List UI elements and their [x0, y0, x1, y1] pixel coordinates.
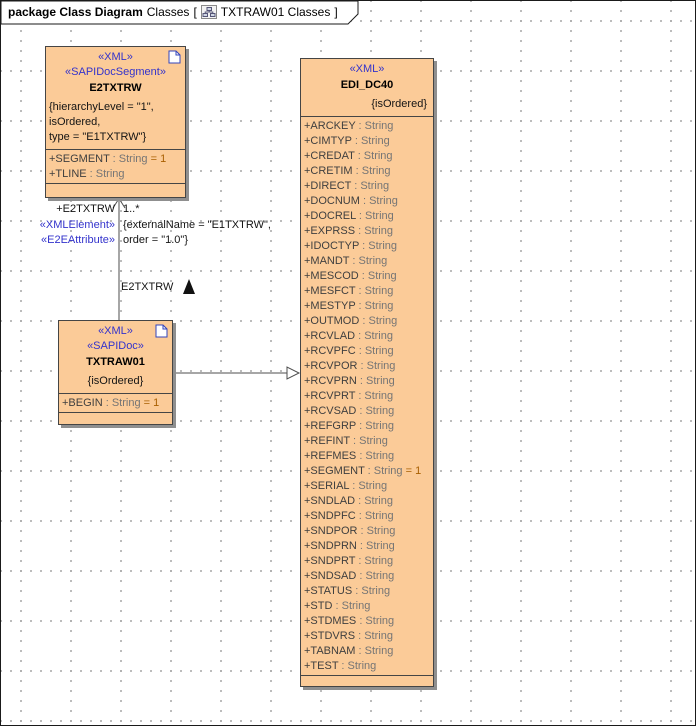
attribute-row[interactable]: +IDOCTYP : String — [304, 240, 398, 252]
attribute-row[interactable]: +BEGIN : String = 1 — [62, 397, 160, 409]
class-txtraw01[interactable]: «XML» «SAPIDoc» TXTRAW01 {isOrdered} +BEG… — [58, 320, 173, 425]
attribute-row[interactable]: +SNDLAD : String — [304, 495, 393, 507]
document-icon — [168, 50, 181, 67]
association-role-label[interactable]: +E2TXTRW — [56, 203, 115, 215]
attribute-row[interactable]: +REFMES : String — [304, 450, 395, 462]
attribute-row[interactable]: +STATUS : String — [304, 585, 391, 597]
document-icon — [155, 324, 168, 341]
class-name: EDI_DC40 — [340, 79, 394, 91]
attribute-row[interactable]: +MESFCT : String — [304, 285, 394, 297]
diagram-header-tab-shape — [1, 1, 359, 25]
operations-compartment — [59, 412, 172, 424]
direction-triangle-icon — [183, 279, 195, 294]
attributes-compartment: +BEGIN : String = 1 — [59, 393, 172, 412]
attribute-row[interactable]: +TABNAM : String — [304, 645, 394, 657]
attribute-row[interactable]: +RCVSAD : String — [304, 405, 395, 417]
attribute-row[interactable]: +DIRECT : String — [304, 180, 390, 192]
attribute-row[interactable]: +RCVLAD : String — [304, 330, 393, 342]
association-stereotype-e2eattribute[interactable]: «E2EAttribute» — [41, 234, 115, 246]
stereotype-label: «SAPIDocSegment» — [65, 66, 166, 78]
class-header: «XML» EDI_DC40 {isOrdered} — [301, 59, 433, 116]
attribute-row[interactable]: +ARCKEY : String — [304, 120, 394, 132]
hollow-triangle-arrowhead — [286, 366, 301, 380]
stereotype-label: «SAPIDoc» — [87, 340, 144, 352]
attribute-row[interactable]: +MESTYP : String — [304, 300, 394, 312]
attribute-row[interactable]: +STDMES : String — [304, 615, 395, 627]
bracket-close: ] — [334, 5, 338, 19]
constraint-line: {hierarchyLevel = "1", — [49, 101, 154, 113]
class-header: «XML» «SAPIDoc» TXTRAW01 {isOrdered} — [59, 321, 172, 393]
attribute-row[interactable]: +STDVRS : String — [304, 630, 393, 642]
stereotype-label: «XML» — [98, 325, 133, 337]
association-multiplicity-label[interactable]: 1..* — [123, 203, 140, 215]
attribute-row[interactable]: +DOCNUM : String — [304, 195, 398, 207]
association-stereotype-xmlelement[interactable]: «XMLElement» — [39, 219, 115, 231]
attribute-row[interactable]: +CREDAT : String — [304, 150, 393, 162]
operations-compartment — [46, 183, 185, 197]
attribute-row[interactable]: +RCVPFC : String — [304, 345, 394, 357]
association-name-label[interactable]: E2TXTRW — [121, 281, 174, 293]
attribute-row[interactable]: +SNDPOR : String — [304, 525, 396, 537]
class-e2txtrw[interactable]: «XML» «SAPIDocSegment» E2TXTRW {hierarchy… — [45, 46, 186, 198]
attributes-compartment: +ARCKEY : String +CIMTYP : String +CREDAT … — [301, 116, 433, 675]
attribute-row[interactable]: +CIMTYP : String — [304, 135, 390, 147]
class-edi-dc40[interactable]: «XML» EDI_DC40 {isOrdered} +ARCKEY : Str… — [300, 58, 434, 687]
association-constraint-line1[interactable]: {externalName = "E1TXTRW", — [123, 219, 271, 231]
diagram-context-label: TXTRAW01 Classes — [220, 5, 331, 19]
attribute-row[interactable]: +SEGMENT : String = 1 — [304, 465, 422, 477]
attribute-row[interactable]: +STD : String — [304, 600, 371, 612]
attribute-row[interactable]: +CRETIM : String — [304, 165, 391, 177]
class-name: TXTRAW01 — [86, 356, 145, 368]
attribute-row[interactable]: +RCVPOR : String — [304, 360, 396, 372]
bracket-open: [ — [193, 5, 197, 19]
diagram-header[interactable]: package Class Diagram Classes [ TXTRAW01… — [8, 5, 338, 19]
attribute-row[interactable]: +MANDT : String — [304, 255, 388, 267]
attribute-row[interactable]: +SNDPFC : String — [304, 510, 394, 522]
diagram-kind-label: package Class Diagram — [8, 5, 143, 19]
attribute-row[interactable]: +SNDPRN : String — [304, 540, 395, 552]
association-txtraw01-edi-dc40[interactable] — [174, 366, 301, 380]
stereotype-label: «XML» — [349, 63, 385, 75]
operations-compartment — [301, 675, 433, 686]
attribute-row[interactable]: +SEGMENT : String = 1 — [49, 153, 167, 165]
attribute-row[interactable]: +TLINE : String — [49, 168, 125, 180]
attribute-row[interactable]: +REFINT : String — [304, 435, 388, 447]
class-name: E2TXTRW — [89, 82, 142, 94]
attribute-row[interactable]: +SERIAL : String — [304, 480, 388, 492]
attribute-row[interactable]: +SNDPRT : String — [304, 555, 394, 567]
stereotype-label: «XML» — [98, 51, 133, 63]
constraint-line: type = "E1TXTRW"} — [49, 131, 147, 143]
class-header: «XML» «SAPIDocSegment» E2TXTRW {hierarchy… — [46, 47, 185, 149]
attribute-row[interactable]: +TEST : String — [304, 660, 377, 672]
attribute-row[interactable]: +RCVPRT : String — [304, 390, 394, 402]
constraint-line: {isOrdered} — [371, 98, 427, 110]
class-diagram-icon — [200, 5, 217, 19]
attribute-row[interactable]: +DOCREL : String — [304, 210, 394, 222]
association-txtraw01-e2txtrw[interactable] — [112, 197, 126, 320]
constraint-line: {isOrdered} — [87, 375, 144, 387]
attribute-row[interactable]: +OUTMOD : String — [304, 315, 398, 327]
constraint-line: isOrdered, — [49, 116, 101, 128]
attributes-compartment: +SEGMENT : String = 1 +TLINE : String — [46, 149, 185, 183]
association-constraint-line2[interactable]: order = "1.0"} — [123, 234, 188, 246]
attribute-row[interactable]: +RCVPRN : String — [304, 375, 395, 387]
diagram-name-label: Classes — [146, 5, 190, 19]
attribute-row[interactable]: +MESCOD : String — [304, 270, 397, 282]
attribute-row[interactable]: +EXPRSS : String — [304, 225, 393, 237]
attribute-row[interactable]: +REFGRP : String — [304, 420, 394, 432]
attribute-row[interactable]: +SNDSAD : String — [304, 570, 395, 582]
